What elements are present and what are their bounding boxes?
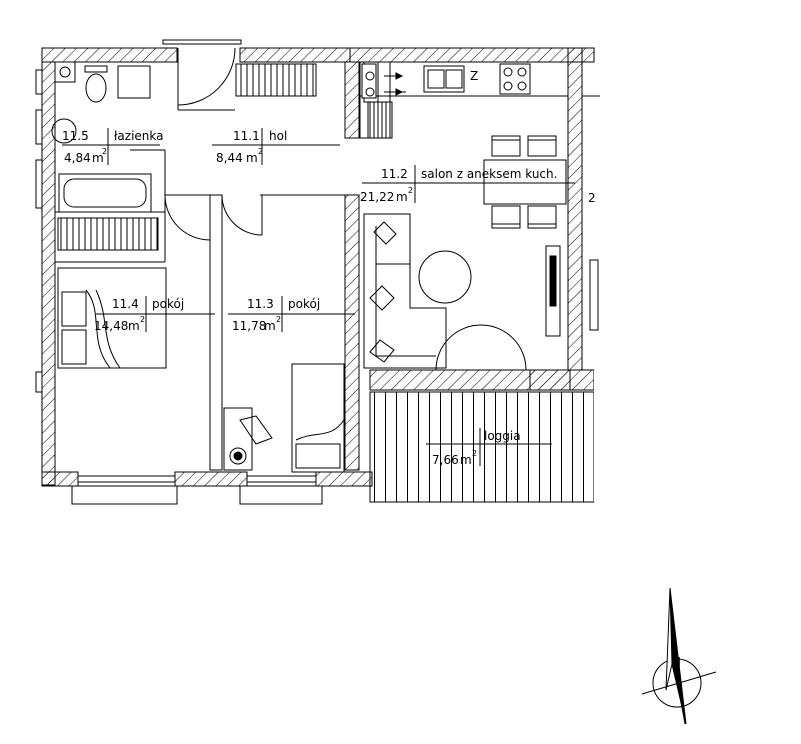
room-area: 7,66	[432, 453, 459, 467]
room-id: 11.3	[247, 297, 274, 311]
washbasin-icon	[51, 118, 77, 144]
compass-icon: N	[641, 587, 717, 725]
exterior-wall-right	[567, 47, 583, 371]
stove-icon	[499, 63, 531, 95]
bed-11-3	[291, 363, 345, 473]
door-11-4	[164, 194, 211, 241]
room-id: 11.1	[233, 129, 260, 143]
toilet-icon	[85, 73, 107, 103]
room-id: 11.4	[112, 297, 139, 311]
room-exp: 2	[140, 315, 145, 324]
wardrobe-bedroom	[57, 217, 159, 251]
room-area: 11,78	[232, 319, 266, 333]
bathtub-icon	[58, 173, 152, 213]
room-unit: m	[396, 190, 408, 204]
loggia-floor	[369, 391, 595, 503]
bathroom-fixtures	[51, 61, 152, 213]
room-id: 11.2	[381, 167, 408, 181]
room-exp: 2	[408, 186, 413, 195]
room-area: 8,44	[216, 151, 243, 165]
room-area: 14,48	[94, 319, 128, 333]
room-exp: 2	[258, 147, 263, 156]
room-name: łazienka	[114, 129, 163, 143]
room-11-4: 11.4 pokój 14,48 m 2	[94, 297, 184, 333]
wardrobe-hall	[235, 63, 317, 97]
room-11-3: 11.3 pokój 11,78 m 2	[232, 297, 320, 333]
room-loggia: loggia 7,66 m 2	[432, 429, 521, 467]
room-unit: m	[128, 319, 140, 333]
interior-walls	[55, 61, 360, 471]
room-exp: 2	[472, 449, 477, 458]
room-name: pokój	[288, 297, 320, 311]
dining-table	[483, 135, 567, 229]
balcony-door	[435, 324, 527, 371]
sink-icon	[423, 65, 465, 93]
room-unit: m	[264, 319, 276, 333]
room-unit: m	[460, 453, 472, 467]
desk-11-3	[223, 407, 273, 471]
room-unit: m	[246, 151, 258, 165]
door-11-3	[221, 194, 263, 236]
north-label: N	[672, 655, 681, 669]
coffee-table	[418, 250, 472, 304]
room-id: 11.5	[62, 129, 89, 143]
kitchen-counter	[359, 61, 568, 139]
room-unit: m	[92, 151, 104, 165]
room-11-5: 11.5 łazienka 4,84 m 2	[62, 129, 163, 165]
window-bottom	[71, 475, 323, 505]
neighbor-fragment	[582, 95, 600, 331]
room-exp: 2	[276, 315, 281, 324]
bed-11-4	[57, 267, 167, 369]
room-area: 4,84	[64, 151, 91, 165]
room-name: hol	[269, 129, 287, 143]
room-name: pokój	[152, 297, 184, 311]
z-marker: Z	[470, 69, 478, 83]
room-exp: 2	[102, 147, 107, 156]
entrance-door	[162, 39, 242, 106]
exterior-wall-top	[41, 47, 595, 63]
room-name: salon z aneksem kuch.	[421, 167, 557, 181]
sofa	[363, 213, 447, 369]
room-area: 21,22	[360, 190, 394, 204]
room-11-2: 11.2 salon z aneksem kuch. 21,22 m 2	[360, 167, 557, 204]
edge-marker: 2	[588, 191, 596, 205]
tv-unit	[545, 245, 561, 337]
window-left	[35, 69, 43, 393]
label-lines	[62, 128, 575, 466]
room-name: loggia	[484, 429, 521, 443]
room-11-1: 11.1 hol 8,44 m 2	[216, 129, 287, 165]
